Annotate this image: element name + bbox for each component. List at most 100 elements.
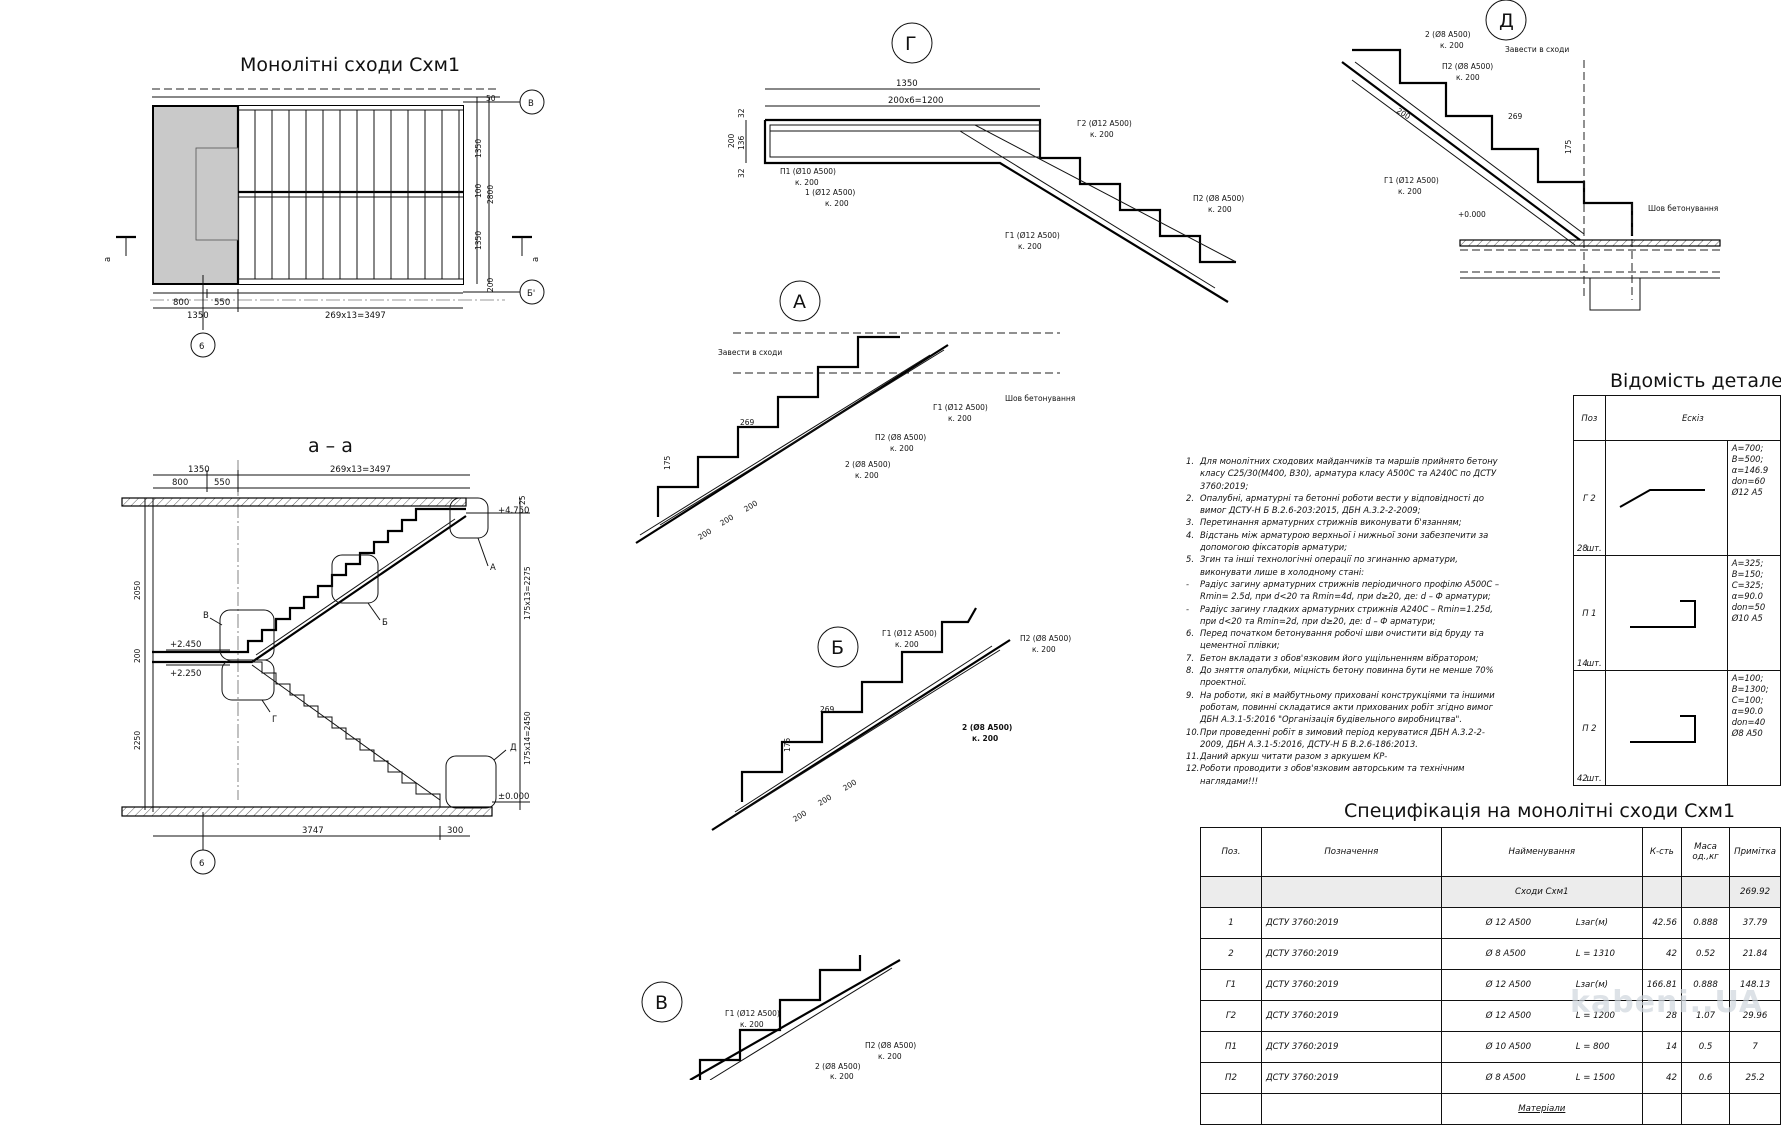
detail-g-p2: П2 (Ø8 А500) <box>1193 194 1244 203</box>
spec-len: Lзаг(м) <box>1575 918 1609 928</box>
spec-pos: Г1 <box>1200 969 1262 1001</box>
detail-b-dim-200c: 200 <box>841 777 858 792</box>
note-number: 1. <box>1186 456 1194 466</box>
note-text: Радіус загину арматурних стрижнів період… <box>1200 578 1500 602</box>
note-item: 5.Згин та інші технологічні операції по … <box>1186 553 1506 578</box>
note-number: 6. <box>1186 628 1194 639</box>
note-item: -Радіус загину гладких арматурних стрижн… <box>1186 603 1506 628</box>
spec-note: 21.84 <box>1729 938 1781 970</box>
section-dim-2250: 2250 <box>133 731 142 750</box>
spec-name: Ø 8 А500 <box>1485 949 1526 959</box>
spec-pos: Г2 <box>1200 1000 1262 1032</box>
drawing-canvas: Монолітні сходи Схм1 800 550 1350 269x13… <box>103 0 1721 1080</box>
detail-g-dim-32a: 32 <box>737 108 746 118</box>
plan-tread-lines <box>254 110 460 279</box>
spec-mass: 0.5 <box>1680 1031 1731 1063</box>
detail-d-p2: П2 (Ø8 А500) <box>1442 62 1493 71</box>
spec-title: Специфікація на монолітні сходи Схм1 <box>1344 800 1736 822</box>
detail-b-r2: 2 (Ø8 А500) <box>962 723 1012 732</box>
detail-d-label: Д <box>1499 10 1514 32</box>
detail-g-p1: П1 (Ø10 А500) <box>780 167 836 176</box>
details-sketch <box>1604 670 1728 786</box>
note-number: 4. <box>1186 529 1194 540</box>
detail-a: А Завести в сходи Шов бетонування Г1 (Ø1… <box>635 280 1075 544</box>
spec-mass: 0.888 <box>1680 907 1731 939</box>
section-callout-b: Б <box>382 618 388 628</box>
detail-b-p2k: к. 200 <box>1032 645 1056 654</box>
detail-b-p2: П2 (Ø8 А500) <box>1020 634 1071 643</box>
note-number: 2. <box>1186 492 1194 503</box>
watermark: kabeni..UA <box>1570 985 1764 1020</box>
details-qty: 14 <box>1577 658 1588 668</box>
section-callout-v: В <box>203 611 209 621</box>
spec-header-qty: К-сть <box>1641 827 1682 877</box>
spec-name: Ø 10 А500 <box>1485 1042 1532 1052</box>
detail-d-lvl: +0.000 <box>1458 210 1486 219</box>
detail-v-g1k: к. 200 <box>740 1020 764 1029</box>
detail-b-dim-200b: 200 <box>816 792 833 807</box>
note-item: 6.Перед початком бетонування робочі шви … <box>1186 627 1506 652</box>
detail-a-p2: П2 (Ø8 А500) <box>875 433 926 442</box>
detail-d-p2k: к. 200 <box>1456 73 1480 82</box>
plan-title: Монолітні сходи Схм1 <box>240 54 460 76</box>
spec-mass: 1.07 <box>1680 1000 1731 1032</box>
details-sketch <box>1604 440 1728 556</box>
note-text: Даний аркуш читати разом з аркушем КР- <box>1200 751 1388 762</box>
note-text: На роботи, які в майбутньому приховані к… <box>1200 689 1495 725</box>
spec-len: L = 1310 <box>1575 949 1616 959</box>
note-item: 12.Роботи проводити з обов'язковим автор… <box>1186 762 1506 787</box>
section-level-bot: ±0.000 <box>498 792 529 802</box>
spec-doc: ДСТУ 3760:2019 <box>1260 969 1442 1001</box>
note-text: Для монолітних сходових майданчиків та м… <box>1200 456 1498 491</box>
details-qty: 28 <box>1577 543 1588 553</box>
detail-b-g1k: к. 200 <box>895 640 919 649</box>
detail-g-g1: Г1 (Ø12 А500) <box>1005 231 1060 240</box>
detail-a-note1: Завести в сходи <box>718 348 782 357</box>
section-dim-550: 550 <box>214 478 230 488</box>
plan-dim-200: 200 <box>486 277 495 292</box>
detail-b-dim-269: 269 <box>820 705 835 714</box>
detail-d-r2: 2 (Ø8 А500) <box>1425 30 1471 39</box>
spec-pos: 1 <box>1200 907 1262 939</box>
detail-d-note2: Шов бетонування <box>1648 204 1718 213</box>
note-number: - <box>1186 578 1190 589</box>
detail-v-label: В <box>655 992 668 1014</box>
note-item: 4.Відстань між арматурою верхньої і нижн… <box>1186 529 1506 554</box>
note-text: До зняття опалубки, міцність бетону пови… <box>1200 665 1494 688</box>
spec-len: L = 1200 <box>1575 1011 1616 1021</box>
details-sketch <box>1604 555 1728 671</box>
plan-dim-100: 100 <box>474 183 483 198</box>
detail-g-dim-200: 200 <box>727 133 736 148</box>
spec-doc: ДСТУ 3760:2019 <box>1260 938 1442 970</box>
detail-v-r2: 2 (Ø8 А500) <box>815 1062 861 1071</box>
section-dim-1350: 1350 <box>188 465 210 475</box>
plan-cut-left: а <box>103 257 113 262</box>
detail-g-label: Г <box>905 33 917 55</box>
plan-axis-6: 6 <box>199 342 204 352</box>
note-text: Перетинання арматурних стрижнів виконува… <box>1200 517 1462 528</box>
note-item: 2.Опалубні, арматурні та бетонні роботи … <box>1186 492 1506 517</box>
plan-dim-800: 800 <box>173 298 189 308</box>
detail-b-g1: Г1 (Ø12 А500) <box>882 629 937 638</box>
section-dim-300: 300 <box>447 826 463 836</box>
details-unit: шт. <box>1586 658 1602 668</box>
section-dim-2050: 2050 <box>133 581 142 600</box>
spec-group-row: Сходи Схм1 269.92 <box>1200 876 1781 908</box>
note-item: -Радіус загину арматурних стрижнів періо… <box>1186 578 1506 603</box>
details-header-sketch: Ескіз <box>1604 395 1781 441</box>
spec-len: Lзаг(м) <box>1575 980 1609 990</box>
spec-header-pos: Поз. <box>1200 827 1262 877</box>
details-pos: П 1 <box>1582 608 1597 618</box>
spec-pos: П2 <box>1200 1062 1262 1094</box>
note-number: 7. <box>1186 652 1194 663</box>
spec-note: 148.13 <box>1729 969 1781 1001</box>
spec-footer: Матеріали <box>1440 1093 1643 1125</box>
detail-a-p2k: к. 200 <box>890 444 914 453</box>
detail-g-g1k: к. 200 <box>1018 242 1042 251</box>
section-callout-d: Д <box>510 743 517 753</box>
section-view: а – а 1350 269x13=3497 800 550 А Б <box>121 435 532 875</box>
note-item: 11.Даний аркуш читати разом з аркушем КР… <box>1186 750 1506 762</box>
